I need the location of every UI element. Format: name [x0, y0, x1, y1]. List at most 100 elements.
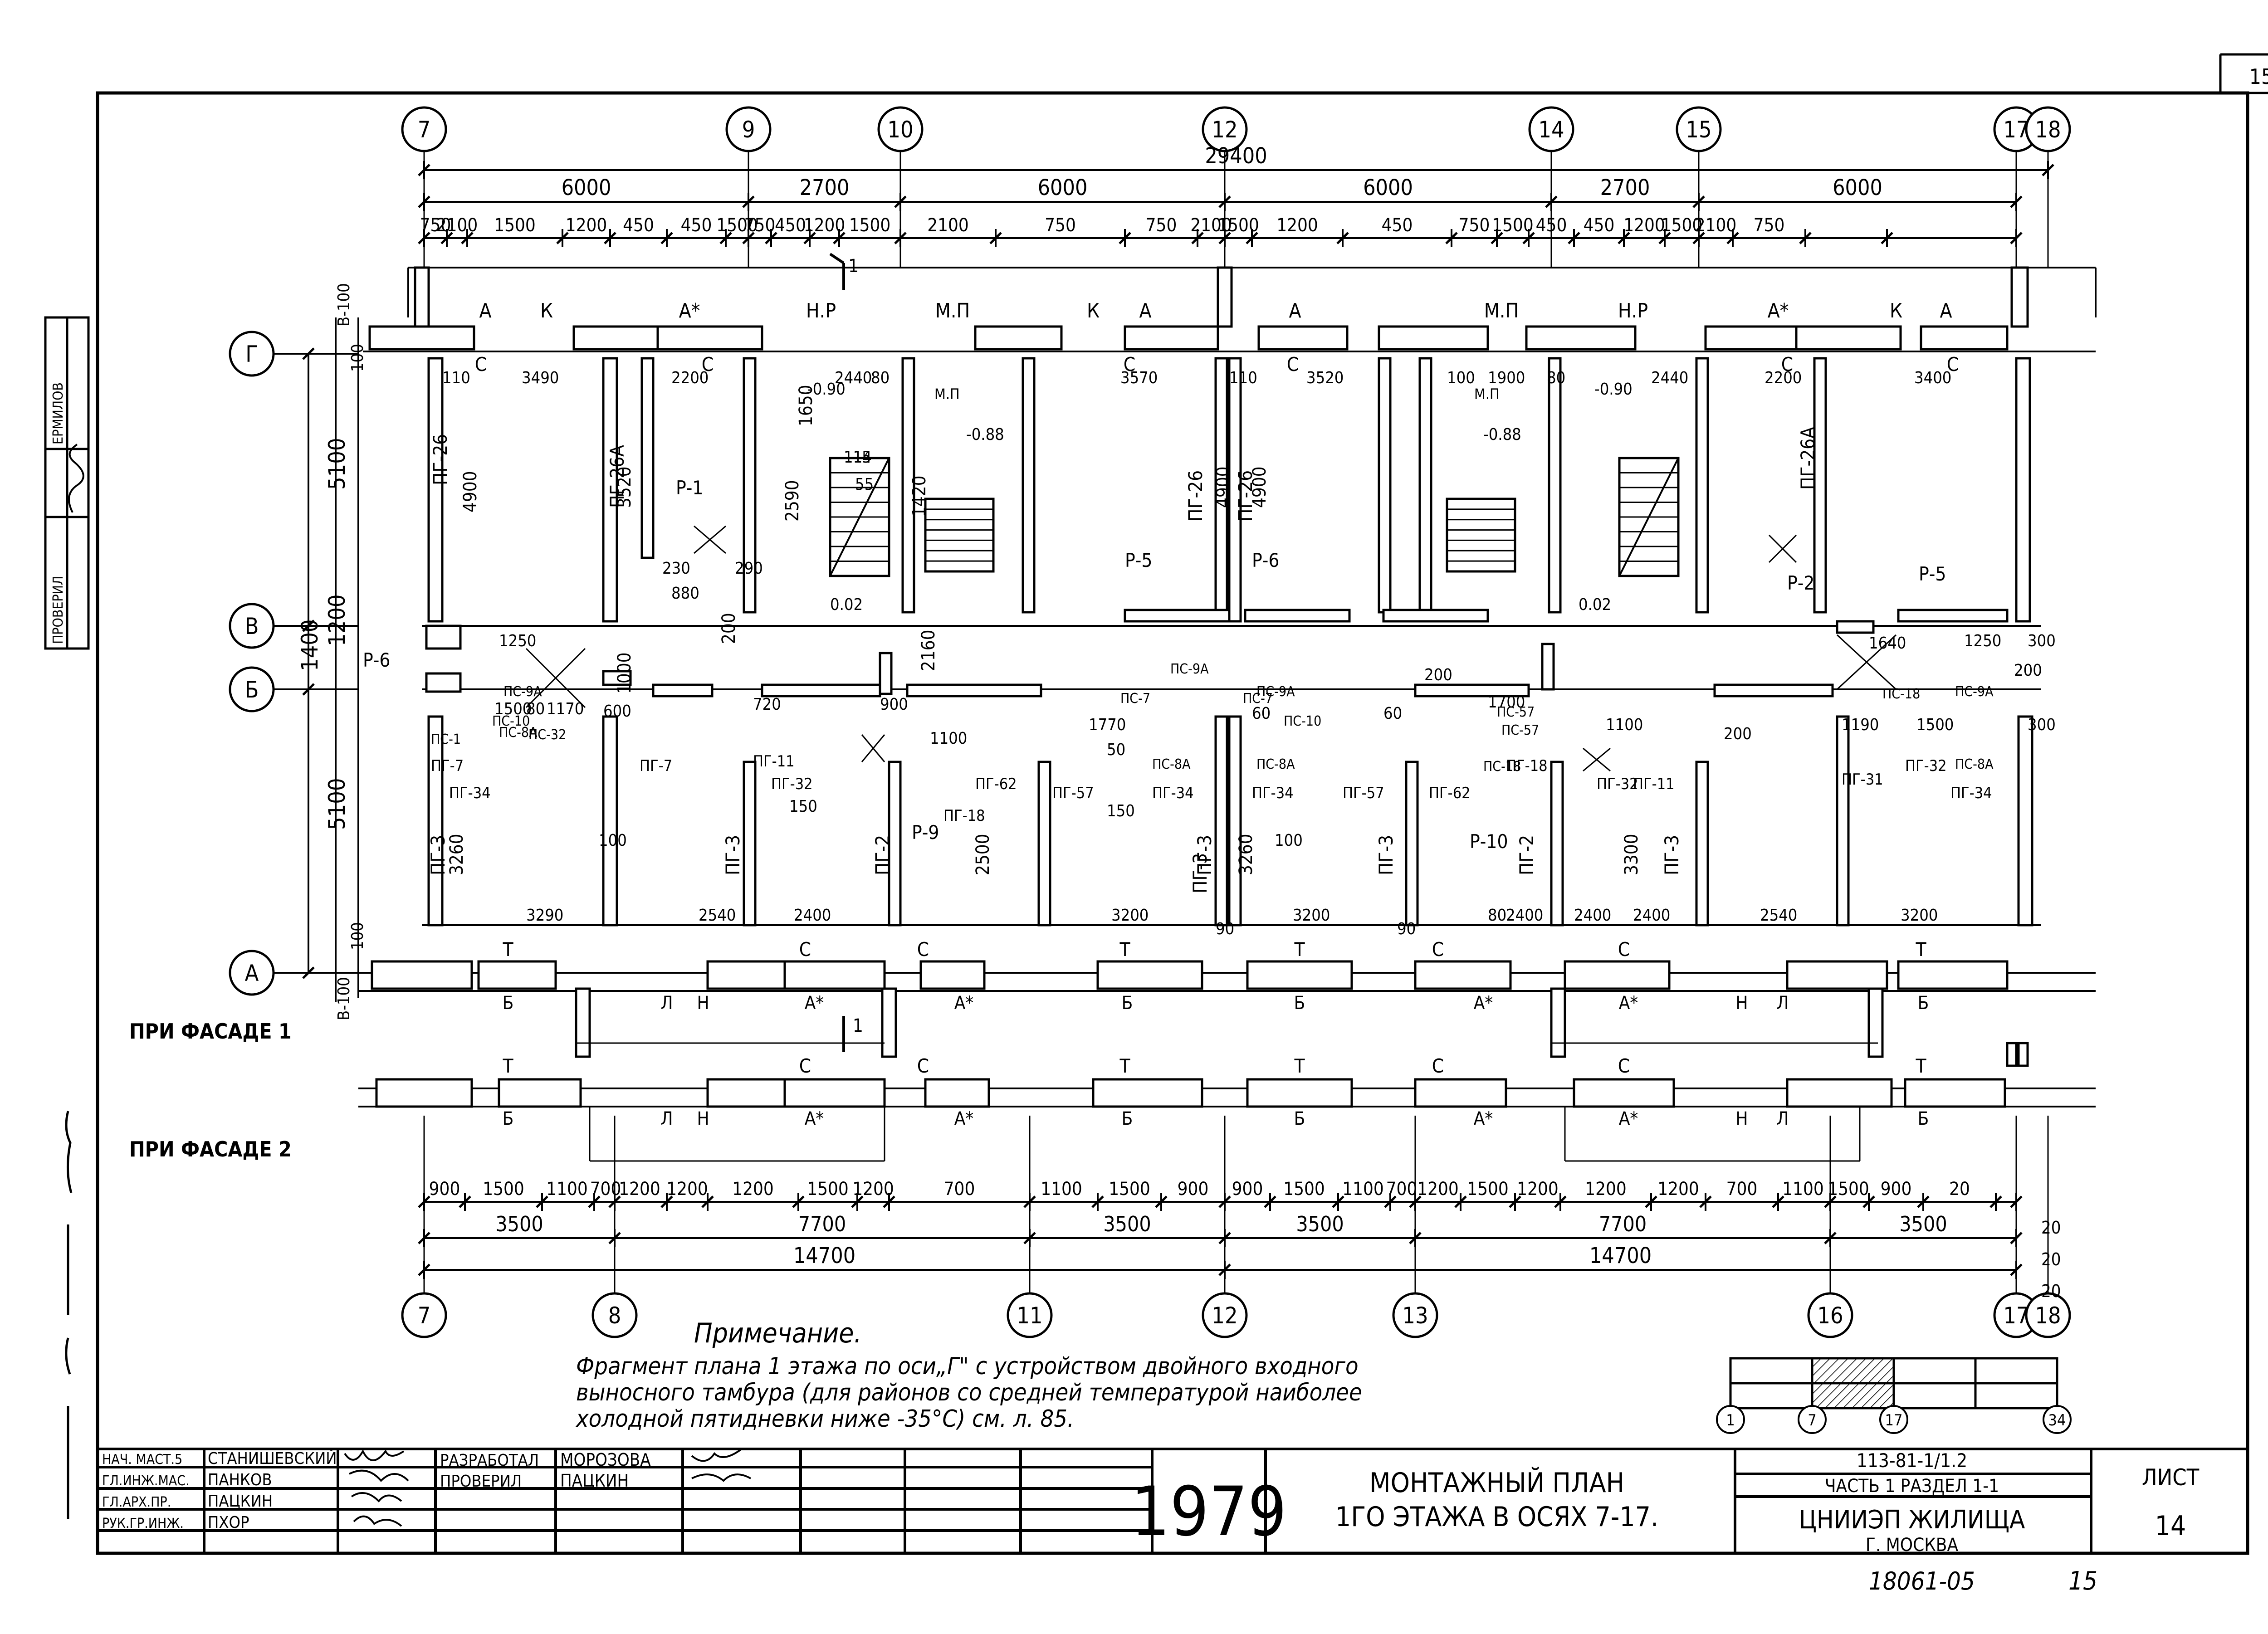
panel-mark: ПГ-26А: [1797, 427, 1819, 490]
room-dim: 100: [1447, 369, 1475, 387]
dim-top-detail: 1500: [1217, 215, 1259, 236]
panel-mark: ПГ-3: [1193, 835, 1216, 875]
axis-label: Б: [245, 677, 259, 703]
note-line-1: Фрагмент плана 1 этажа по оси„Г" с устро…: [576, 1353, 1359, 1380]
room-dim: 3400: [1914, 369, 1951, 387]
panel-mark: ПГ-34: [1252, 784, 1294, 802]
room-dim: 200: [719, 613, 739, 644]
window-c-mark: С: [475, 353, 487, 376]
dim-bottom-small: 20: [2041, 1218, 2061, 1238]
tb-role: ГЛ.АРХ.ПР.: [102, 1494, 171, 1510]
facade2-bottom-mark: Б: [1294, 1108, 1305, 1129]
room-dim: 300: [2028, 716, 2056, 734]
dim-top-detail: 450: [1584, 215, 1615, 236]
facade-1-label: ПРИ ФАСАДЕ 1: [129, 1019, 292, 1044]
axis-label: 14: [1538, 117, 1564, 143]
room-dim: 2400: [1506, 906, 1543, 925]
key-plan-axis-17: 17: [1879, 1405, 1908, 1434]
panel-mark: ПГ-34: [449, 784, 491, 802]
cut-mark: 1: [853, 1015, 863, 1036]
axis-label: 15: [1686, 117, 1711, 143]
key-axis-label: 1: [1726, 1411, 1735, 1429]
axis-bubble-top-14: 14: [1528, 106, 1574, 152]
tb-role: РУК.ГР.ИНЖ.: [102, 1516, 184, 1532]
tb-name: ПАЦКИН: [208, 1492, 273, 1511]
axis-label: 18: [2035, 117, 2061, 143]
facade2-bottom-mark: Л: [1776, 1108, 1789, 1129]
page-number-top: 15: [2249, 64, 2268, 89]
window-mark: К: [1087, 299, 1100, 322]
panel-mark: ПГ-3: [1189, 853, 1211, 893]
panel-mark: ПГ-18: [943, 807, 985, 825]
axis-bubble-bottom-16: 16: [1807, 1292, 1853, 1338]
dim-bottom-detail: 1100: [546, 1179, 588, 1200]
dim-bottom-detail: 1500: [1109, 1179, 1150, 1200]
dim-top-detail: 450: [681, 215, 712, 236]
room-dim: 2400: [794, 906, 831, 925]
facade1-bottom-mark: Б: [1294, 993, 1305, 1014]
facade2-top-mark: С: [1618, 1055, 1630, 1077]
room-dim: 200: [1724, 725, 1752, 743]
dim-top-detail: 750: [1045, 215, 1076, 236]
panel-mark: ПГ-34: [1152, 784, 1194, 802]
floor-slab-mark: ПС-10: [1284, 713, 1321, 729]
axis-label: 17: [2003, 117, 2029, 143]
facade1-bottom-mark: А*: [954, 993, 974, 1014]
facade1-top-mark: С: [1618, 938, 1630, 961]
dim-top-mid: 6000: [1363, 175, 1413, 200]
dim-bottom-mid: 7700: [798, 1212, 846, 1236]
room-dim: 60: [1252, 704, 1271, 723]
room-dim: 2540: [1760, 906, 1797, 925]
tb-checked-name: ПАЦКИН: [560, 1471, 629, 1491]
window-mark: К: [1890, 299, 1902, 322]
panel-mark: ПГ-26: [1184, 470, 1207, 522]
panel-mark: ПГ-26: [1234, 470, 1256, 522]
room-dim: 5: [862, 448, 871, 467]
dim-bottom-small: 20: [2041, 1281, 2061, 1301]
dim-top-detail: 2100: [436, 215, 478, 236]
dim-left: В-100: [335, 977, 353, 1020]
tb-sheet-number: 14: [2155, 1510, 2186, 1542]
level-mark: 0.02: [830, 595, 863, 614]
facade1-bottom-mark: А*: [1619, 993, 1638, 1014]
room-dim: 55: [855, 475, 874, 494]
dim-top-detail: 750: [1459, 215, 1490, 236]
room-dim: 2590: [782, 480, 803, 522]
floor-slab-mark: ПС-7: [1120, 691, 1150, 707]
room-dim: 1250: [499, 632, 536, 650]
dim-bottom-detail: 1200: [732, 1179, 774, 1200]
dim-top-detail: 450: [1382, 215, 1413, 236]
room-dim: 300: [2028, 632, 2056, 650]
panel-mark: ПГ-11: [1633, 775, 1675, 793]
dim-top-detail: 2100: [1695, 215, 1737, 236]
dim-top-detail: 1200: [804, 215, 846, 236]
facade1-top-mark: С: [1432, 938, 1444, 961]
room-dim: 3200: [1111, 906, 1149, 925]
axis-bubble-bottom-12: 12: [1202, 1292, 1248, 1338]
dim-bottom-detail: 1200: [1417, 1179, 1459, 1200]
facade2-top-mark: С: [799, 1055, 811, 1077]
panel-mark: ПГ-57: [1052, 784, 1094, 802]
tb-checked-label: ПРОВЕРИЛ: [440, 1472, 522, 1491]
axis-label: В: [245, 613, 259, 639]
facade1-bottom-mark: Н: [697, 993, 709, 1014]
dim-bottom-detail: 1200: [666, 1179, 708, 1200]
dim-bottom-detail: 1500: [1283, 1179, 1325, 1200]
room-dim: 80: [1547, 369, 1565, 387]
room-dim: 2500: [973, 834, 993, 875]
tb-name: СТАНИШЕВСКИЙ: [208, 1449, 337, 1468]
facade-2-label: ПРИ ФАСАДЕ 2: [129, 1137, 292, 1161]
dim-top-detail: 2100: [1190, 215, 1232, 236]
window-c-mark: С: [702, 353, 714, 376]
panel-mark: ПГ-7: [640, 757, 672, 775]
floor-slab-mark: ПС-9А: [1170, 661, 1209, 677]
detail-mark: Р-2: [1787, 572, 1814, 594]
room-dim: 3300: [1621, 834, 1642, 875]
side-margin-marks: [65, 1111, 73, 1519]
